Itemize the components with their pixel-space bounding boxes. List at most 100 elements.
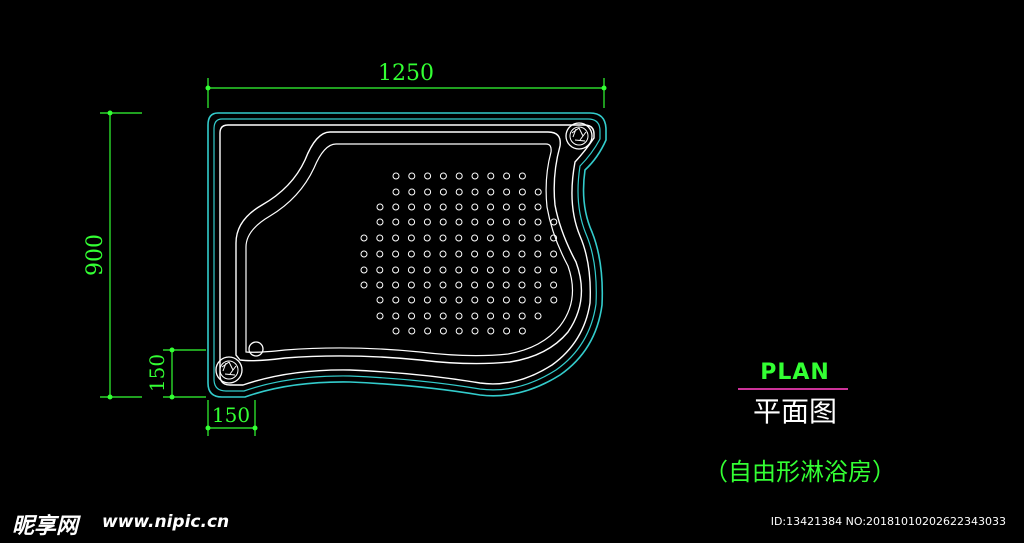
tray-basin <box>235 131 583 365</box>
dimension-width <box>207 78 605 108</box>
anti-slip-dot <box>439 266 447 274</box>
anti-slip-dot <box>518 266 526 274</box>
anti-slip-dot <box>455 266 463 274</box>
anti-slip-dot <box>376 281 384 289</box>
anti-slip-dot <box>534 296 542 304</box>
drain-top-right <box>565 122 593 150</box>
anti-slip-dot <box>502 234 510 242</box>
anti-slip-dot <box>487 188 495 196</box>
anti-slip-dot <box>439 327 447 335</box>
anti-slip-dot <box>392 250 400 258</box>
anti-slip-dot <box>518 312 526 320</box>
dim-tick <box>601 85 607 91</box>
anti-slip-dot <box>408 218 416 226</box>
anti-slip-dot <box>550 218 558 226</box>
dim-tick <box>252 425 258 431</box>
anti-slip-dot <box>487 312 495 320</box>
anti-slip-dot <box>455 234 463 242</box>
anti-slip-dot <box>534 266 542 274</box>
anti-slip-dot <box>439 296 447 304</box>
plan-title: PLAN <box>760 360 830 385</box>
anti-slip-dot <box>424 172 432 180</box>
tray-outer-outline <box>207 112 607 398</box>
anti-slip-dot <box>407 266 415 274</box>
anti-slip-dots <box>360 172 558 335</box>
anti-slip-dot <box>360 234 368 242</box>
anti-slip-dot <box>471 250 479 258</box>
anti-slip-dot <box>486 234 494 242</box>
anti-slip-dot <box>534 234 542 242</box>
dim-tick <box>107 110 113 116</box>
dim-tick <box>169 394 175 400</box>
anti-slip-dot <box>518 188 526 196</box>
anti-slip-dot <box>471 188 479 196</box>
anti-slip-dot <box>471 203 479 211</box>
anti-slip-dot <box>407 281 415 289</box>
anti-slip-dot <box>408 327 416 335</box>
anti-slip-dot <box>423 234 431 242</box>
anti-slip-dot <box>376 234 384 242</box>
anti-slip-dot <box>518 218 526 226</box>
dim-tick <box>169 347 175 353</box>
anti-slip-dot <box>471 281 479 289</box>
anti-slip-dot <box>423 250 431 258</box>
anti-slip-dot <box>471 296 479 304</box>
anti-slip-dot <box>360 281 368 289</box>
anti-slip-dot <box>408 203 416 211</box>
anti-slip-dot <box>455 250 463 258</box>
drain-bottom-left <box>215 356 243 384</box>
dim-tick <box>205 425 211 431</box>
anti-slip-dot <box>376 312 384 320</box>
anti-slip-dot <box>455 281 463 289</box>
anti-slip-dot <box>471 312 479 320</box>
anti-slip-dot <box>408 172 416 180</box>
anti-slip-dot <box>392 203 400 211</box>
anti-slip-dot <box>424 327 432 335</box>
anti-slip-dot <box>376 218 384 226</box>
anti-slip-dot <box>439 188 447 196</box>
anti-slip-dot <box>439 281 447 289</box>
anti-slip-dot <box>423 312 431 320</box>
anti-slip-dot <box>439 312 447 320</box>
anti-slip-dot <box>487 172 495 180</box>
anti-slip-dot <box>487 327 495 335</box>
anti-slip-dot <box>424 188 432 196</box>
dimension-height <box>100 112 142 398</box>
anti-slip-dot <box>550 234 558 242</box>
anti-slip-dot <box>502 203 510 211</box>
anti-slip-dot <box>455 172 463 180</box>
anti-slip-dot <box>455 188 463 196</box>
anti-slip-dot <box>550 296 558 304</box>
anti-slip-dot <box>392 327 400 335</box>
anti-slip-dot <box>455 327 463 335</box>
anti-slip-dot <box>502 250 510 258</box>
anti-slip-dot <box>439 172 447 180</box>
anti-slip-dot <box>502 312 510 320</box>
anti-slip-dot <box>455 218 463 226</box>
anti-slip-dot <box>550 281 558 289</box>
anti-slip-dot <box>502 296 510 304</box>
tray-basin-inner <box>245 143 574 357</box>
anti-slip-dot <box>534 188 542 196</box>
dim-tick <box>107 394 113 400</box>
anti-slip-dot <box>455 296 463 304</box>
anti-slip-dot <box>423 296 431 304</box>
tray-rim <box>219 124 595 386</box>
anti-slip-dot <box>407 234 415 242</box>
anti-slip-dot <box>518 327 526 335</box>
anti-slip-dot <box>471 266 479 274</box>
dimension-offset-vertical <box>163 349 206 398</box>
anti-slip-dot <box>408 296 416 304</box>
anti-slip-dot <box>408 312 416 320</box>
anti-slip-dot <box>439 234 447 242</box>
anti-slip-dot <box>392 266 400 274</box>
anti-slip-dot <box>534 312 542 320</box>
anti-slip-dot <box>423 218 431 226</box>
anti-slip-dot <box>407 250 415 258</box>
anti-slip-dot <box>503 172 511 180</box>
watermark-id: ID:13421384 NO:20181010202622343033 <box>770 515 1006 528</box>
anti-slip-dot <box>534 203 542 211</box>
anti-slip-dot <box>471 234 479 242</box>
dimension-height-label: 900 <box>83 234 108 276</box>
